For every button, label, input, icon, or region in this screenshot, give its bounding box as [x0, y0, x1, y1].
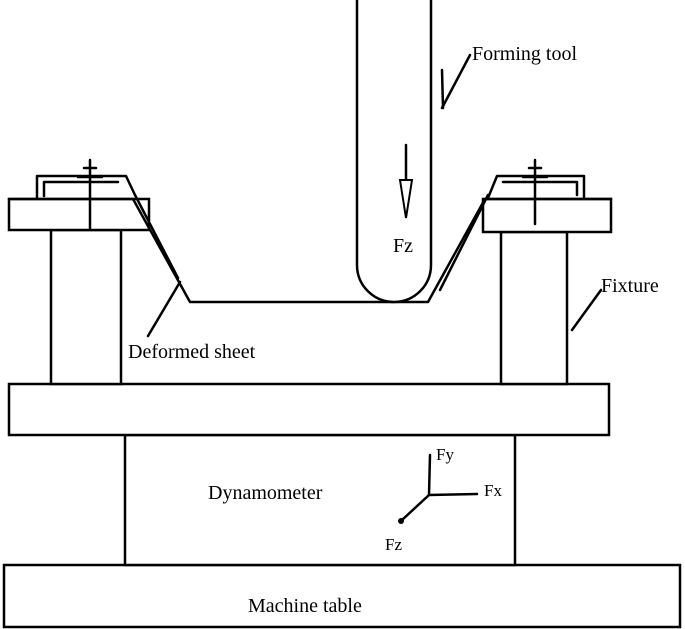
forming-tool-leader-tick: [440, 68, 445, 110]
fx-axis-line: [427, 492, 479, 497]
dynamometer: [123, 433, 517, 567]
tool-force-label: Fz: [393, 235, 413, 257]
machine-table-label: Machine table: [248, 595, 362, 617]
dynamometer-label: Dynamometer: [208, 482, 323, 504]
force-axes: Fy Fx Fz: [385, 445, 502, 554]
fixture-left-block: [7, 197, 151, 232]
left-clamp: [35, 158, 137, 230]
fz-label: Fz: [385, 535, 402, 554]
fixture-left-pillar: [49, 228, 123, 386]
fz-axis-line: [400, 493, 431, 522]
fx-label: Fx: [484, 481, 502, 500]
fz-axis-dot: [398, 518, 404, 524]
right-clamp: [486, 158, 586, 226]
fixture-right-block: [481, 197, 613, 234]
forming-tool-leader: [440, 53, 472, 110]
fy-axis-line: [427, 453, 432, 497]
deformed-sheet: [7, 197, 613, 304]
forming-tool: [355, 0, 433, 304]
deformed-sheet-inner-right: [438, 193, 490, 292]
deformed-sheet-inner: [133, 193, 180, 280]
deformed-sheet-label: Deformed sheet: [128, 341, 256, 363]
fixture-label: Fixture: [601, 275, 659, 297]
fixture-right-pillar: [499, 230, 569, 386]
deformed-sheet-leader: [146, 280, 182, 338]
machine-table: [2, 563, 682, 629]
fixture-base-plate: [7, 382, 611, 437]
tool-force-arrow: [398, 143, 414, 219]
forming-tool-label: Forming tool: [472, 43, 577, 65]
fixture-leader: [570, 288, 603, 332]
fy-label: Fy: [436, 445, 454, 464]
